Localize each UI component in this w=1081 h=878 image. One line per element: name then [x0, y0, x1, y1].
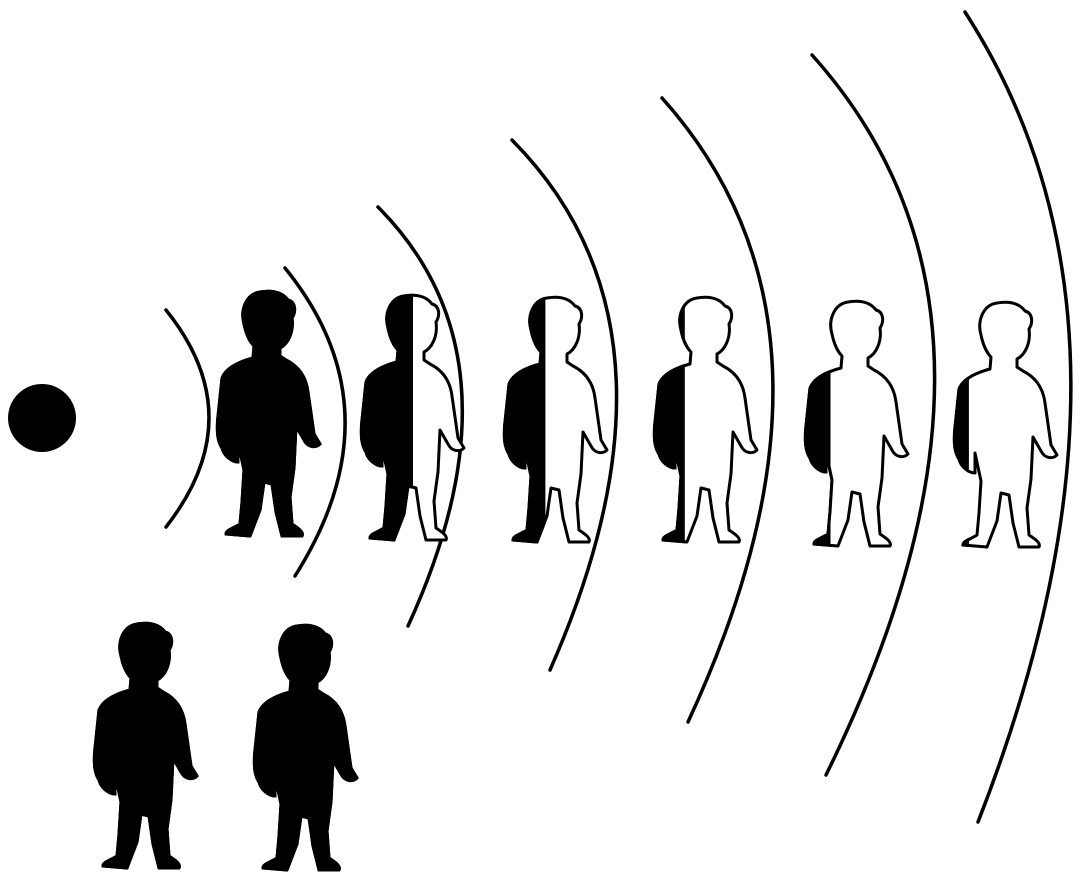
wavefront-1: [166, 310, 209, 527]
person-shadow-icon: [94, 623, 197, 868]
row-figure-2: [361, 295, 464, 540]
row-figure-5: [805, 301, 908, 546]
bottom-figure-1: [94, 623, 197, 868]
person-shadow-icon: [254, 625, 357, 870]
row-figure-1: [217, 291, 320, 536]
bottom-figures: [94, 623, 357, 870]
person-outline-icon: [954, 302, 1057, 547]
person-shadow-icon: [217, 291, 320, 536]
wave-source-dot: [8, 384, 76, 452]
row-figure-4: [654, 297, 757, 542]
row-figure-3: [504, 297, 607, 542]
row-figure-6: [954, 302, 1057, 547]
bottom-figure-2: [254, 625, 357, 870]
